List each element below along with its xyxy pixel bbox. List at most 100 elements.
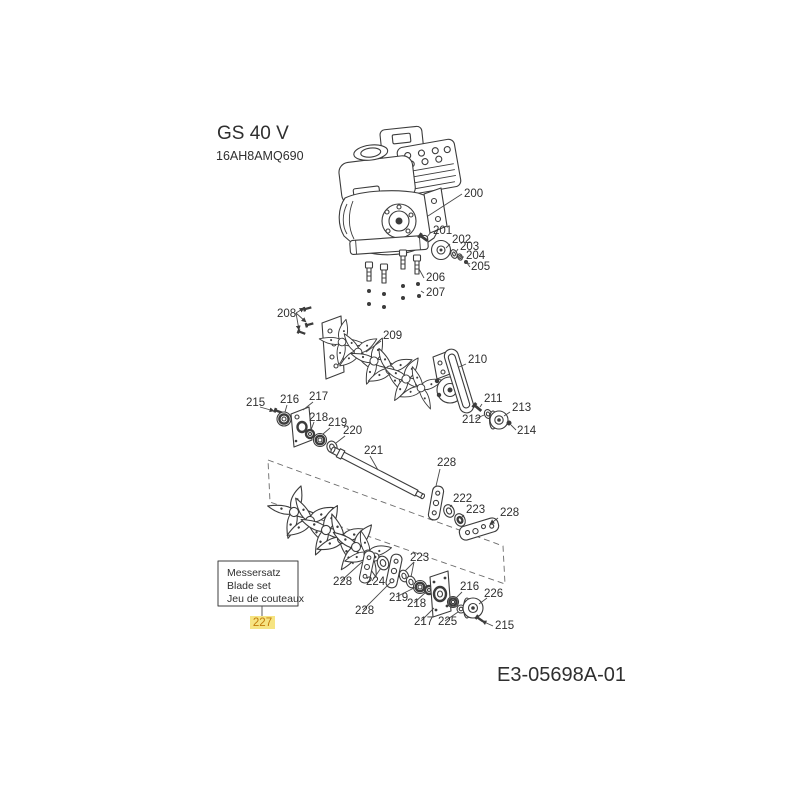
callout-210: 210 bbox=[468, 354, 487, 366]
callout-217b: 217 bbox=[414, 616, 433, 628]
label-line-fr: Jeu de couteaux bbox=[227, 593, 305, 605]
part-203-washer bbox=[450, 249, 458, 259]
callout-203: 203 bbox=[460, 241, 479, 253]
callout-209: 209 bbox=[383, 330, 402, 342]
part-208-screws bbox=[296, 305, 314, 336]
leader-207 bbox=[420, 290, 425, 294]
leader-216b bbox=[454, 591, 463, 600]
leader-213 bbox=[503, 411, 511, 417]
leader-223b2 bbox=[410, 561, 415, 578]
leader-219a bbox=[322, 427, 331, 435]
label-line-en: Blade set bbox=[227, 580, 271, 592]
part-228a-bracket bbox=[427, 484, 445, 522]
callout-213: 213 bbox=[512, 402, 531, 414]
callout-228a: 228 bbox=[437, 457, 456, 469]
leader-225 bbox=[444, 611, 459, 622]
leader-214 bbox=[510, 424, 517, 431]
callout-215b: 215 bbox=[495, 620, 514, 632]
callout-205: 205 bbox=[471, 261, 490, 273]
blade-set-label-box: Messersatz Blade set Jeu de couteaux bbox=[217, 560, 305, 607]
callout-225: 225 bbox=[438, 616, 457, 628]
part-218-washer bbox=[304, 428, 316, 440]
leader-215a bbox=[259, 406, 275, 413]
leader-201 bbox=[426, 231, 432, 238]
header: GS 40 V 16AH8AMQ690 bbox=[216, 123, 304, 163]
part-224-bushing bbox=[376, 555, 390, 571]
part-217b-plate bbox=[429, 570, 452, 618]
part-202-pulley bbox=[430, 239, 452, 261]
callout-218a: 218 bbox=[309, 412, 328, 424]
leader-228c bbox=[340, 561, 363, 582]
leader-223b1 bbox=[404, 561, 415, 572]
callout-223a: 223 bbox=[466, 504, 485, 516]
part-222-bushing bbox=[443, 504, 455, 518]
leader-205 bbox=[466, 262, 471, 268]
page-title: GS 40 V bbox=[217, 123, 289, 144]
leader-221 bbox=[369, 455, 379, 471]
leader-217a bbox=[302, 401, 314, 411]
leader-226 bbox=[478, 597, 488, 605]
callout-223b: 223 bbox=[410, 552, 429, 564]
leader-218a bbox=[310, 421, 315, 431]
model-number: 16AH8AMQ690 bbox=[216, 149, 304, 163]
callout-211: 211 bbox=[484, 393, 502, 405]
callout-200: 200 bbox=[464, 188, 483, 200]
callout-214: 214 bbox=[517, 425, 537, 437]
callout-219b: 219 bbox=[389, 592, 408, 604]
part-226-pulley bbox=[462, 597, 484, 619]
leader-228b bbox=[489, 517, 499, 525]
callout-204: 204 bbox=[466, 250, 486, 262]
callout-206: 206 bbox=[426, 272, 445, 284]
leader-228d bbox=[362, 581, 392, 611]
callout-222: 222 bbox=[453, 493, 472, 505]
leader-200 bbox=[427, 193, 463, 217]
leader-220 bbox=[335, 435, 346, 444]
part-221-shaft bbox=[330, 446, 426, 500]
part-210-belt bbox=[443, 348, 475, 414]
callout-227[interactable]: 227 bbox=[253, 617, 272, 629]
leader-224 bbox=[371, 567, 382, 582]
blade-set-grouping-outline bbox=[267, 459, 506, 585]
leader-210 bbox=[458, 363, 467, 368]
part-213-pulley bbox=[488, 410, 509, 430]
callout-217a: 217 bbox=[309, 391, 328, 403]
highlighted-callout-227[interactable]: 227 bbox=[250, 616, 275, 629]
callout-216a: 216 bbox=[280, 394, 299, 406]
label-line-de: Messersatz bbox=[227, 567, 281, 579]
leader-218b bbox=[413, 591, 427, 604]
leader-202 bbox=[445, 243, 451, 249]
callout-201: 201 bbox=[433, 225, 452, 237]
callout-202: 202 bbox=[452, 234, 471, 246]
leader-208a bbox=[295, 307, 305, 314]
part-214-nut bbox=[506, 420, 512, 426]
part-216b-bearing bbox=[446, 595, 460, 609]
leader-219b bbox=[395, 586, 417, 598]
leader-211 bbox=[479, 403, 483, 408]
callout-228b: 228 bbox=[500, 507, 519, 519]
callout-224: 224 bbox=[366, 576, 386, 588]
part-216-bearing bbox=[276, 411, 292, 427]
callout-226: 226 bbox=[484, 588, 503, 600]
callout-221: 221 bbox=[364, 445, 383, 457]
callout-228d: 228 bbox=[355, 605, 374, 617]
part-217-plate bbox=[290, 406, 313, 448]
part-207-nuts bbox=[367, 282, 421, 309]
callout-212: 212 bbox=[462, 414, 481, 426]
leader-228a bbox=[435, 468, 441, 487]
engine-illustration bbox=[338, 125, 462, 256]
callout-228c: 228 bbox=[333, 576, 352, 588]
leader-222 bbox=[449, 504, 453, 508]
callout-219a: 219 bbox=[328, 417, 347, 429]
leader-215b bbox=[481, 620, 494, 627]
callout-216b: 216 bbox=[460, 581, 479, 593]
leader-203 bbox=[455, 248, 459, 253]
leader-212 bbox=[474, 414, 485, 420]
leader-209 bbox=[365, 340, 382, 353]
callout-207: 207 bbox=[426, 287, 445, 299]
part-204-washer bbox=[457, 253, 463, 261]
leader-208b bbox=[295, 312, 307, 323]
leader-223a bbox=[461, 514, 465, 518]
drawing-number: E3-05698A-01 bbox=[497, 664, 626, 686]
